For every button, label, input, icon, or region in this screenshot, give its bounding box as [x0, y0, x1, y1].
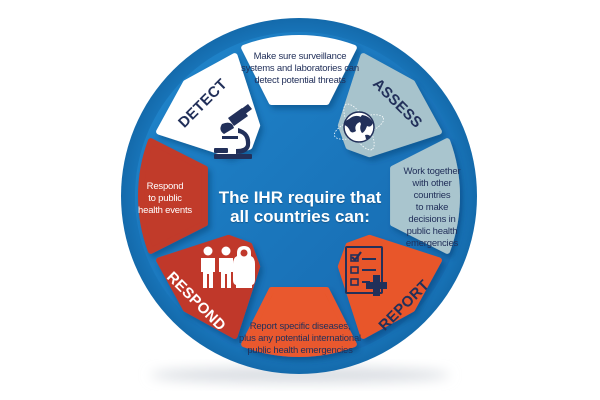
desc-line: Report specific diseases,: [249, 321, 351, 332]
desc-line: to make: [415, 202, 449, 213]
respond-description: Respond to public health events: [130, 181, 200, 217]
assess-description-tile: [390, 138, 460, 254]
desc-line: Respond: [146, 181, 184, 192]
desc-line: detect potential threats: [254, 75, 346, 86]
title-line-2: all countries can:: [230, 207, 370, 226]
globe-icon: [333, 103, 385, 151]
detect-description: Make sure surveillance systems and labor…: [230, 51, 370, 87]
desc-line: decisions in: [408, 214, 456, 225]
desc-line: emergencies: [405, 238, 459, 249]
detect-description-tile: [241, 35, 357, 105]
checklist-medical-icon: [345, 246, 387, 296]
ground-shadow: [150, 367, 450, 383]
center-title: The IHR require that all countries can:: [200, 188, 400, 226]
desc-line: Make sure surveillance: [253, 51, 347, 62]
desc-line: public health emergencies: [247, 345, 353, 356]
microscope-icon: [214, 104, 252, 159]
desc-line: to public: [148, 193, 182, 204]
report-description-tile: [241, 287, 357, 357]
desc-line: countries: [413, 190, 451, 201]
respond-description-tile: [138, 138, 208, 254]
desc-line: systems and laboratories can: [241, 63, 359, 74]
desc-line: health events: [138, 205, 192, 216]
report-tile: [337, 234, 442, 339]
assess-description: Work together with other countries to ma…: [400, 166, 464, 250]
desc-line: plus any potential international: [239, 333, 361, 344]
title-line-1: The IHR require that: [218, 188, 382, 207]
health-workers-icon: [201, 246, 255, 288]
desc-line: with other: [412, 178, 452, 189]
desc-line: public health: [406, 226, 458, 237]
desc-line: Work together: [403, 166, 461, 177]
report-description: Report specific diseases, plus any poten…: [225, 321, 375, 357]
